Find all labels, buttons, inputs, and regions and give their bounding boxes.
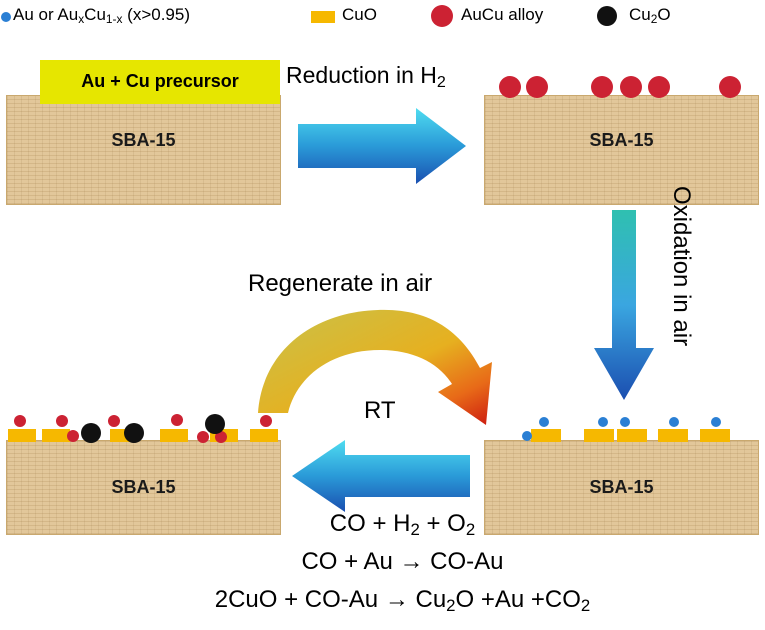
regenerate-label: Regenerate in air	[248, 270, 433, 297]
cuo-particle	[658, 429, 688, 442]
cu2o-particle	[124, 423, 144, 443]
aucu-legend-label: AuCu alloy	[461, 5, 544, 24]
precursor-label: Au + Cu precursor	[81, 71, 239, 91]
regenerate-arrow	[258, 309, 492, 425]
aucu-particle	[648, 76, 670, 98]
support-label: SBA-15	[589, 477, 654, 497]
cu2o-legend-label: Cu2O	[629, 5, 671, 26]
cuo-particle	[250, 429, 278, 442]
oxidation-arrow	[594, 210, 654, 400]
cuo-particle	[617, 429, 647, 442]
equation-2: CO + Au → CO-Au	[301, 548, 504, 575]
equation-1: CO + H2 + O2	[329, 510, 476, 540]
au-particle	[539, 417, 549, 427]
au-particle	[522, 431, 532, 441]
cu2o-particle	[205, 414, 225, 434]
oxidation-label: Oxidation in air	[668, 186, 695, 347]
au-particle	[598, 417, 608, 427]
aucu-particle	[215, 431, 227, 443]
support-label: SBA-15	[111, 130, 176, 150]
au-particle	[669, 417, 679, 427]
aucu-particle	[719, 76, 741, 98]
support-block-oxidized: SBA-15	[484, 440, 759, 535]
aucu-particle	[67, 430, 79, 442]
aucu-particle	[260, 415, 272, 427]
aucu-particle	[56, 415, 68, 427]
aucu-particle	[197, 431, 209, 443]
equation-3: 2CuO + CO-Au → Cu2O +Au +CO2	[214, 586, 591, 616]
reaction-arrow	[292, 440, 470, 512]
support-block-precursor: SBA-15	[6, 95, 281, 205]
aucu-particle	[14, 415, 26, 427]
cuo-particle	[160, 429, 188, 442]
cuo-particle	[42, 429, 70, 442]
au-particle	[711, 417, 721, 427]
aucu-particle	[591, 76, 613, 98]
support-block-regenerated: SBA-15	[6, 440, 281, 535]
aucu-particle	[499, 76, 521, 98]
cuo-particle	[531, 429, 561, 442]
reduction-label: Reduction in H2	[286, 62, 446, 92]
support-block-reduced: SBA-15	[484, 95, 759, 205]
aucu-particle	[108, 415, 120, 427]
rt-label: RT	[364, 397, 396, 424]
support-label: SBA-15	[589, 130, 654, 150]
cu2o-particle	[81, 423, 101, 443]
cuo-legend-label: CuO	[342, 5, 377, 24]
cuo-particle	[8, 429, 36, 442]
aucu-particle	[620, 76, 642, 98]
precursor-box: Au + Cu precursor	[40, 60, 280, 104]
cuo-particle	[700, 429, 730, 442]
au-legend-label: Au or AuxCu1-x (x>0.95)	[13, 5, 190, 26]
reduction-arrow	[298, 108, 466, 184]
au-particle	[620, 417, 630, 427]
aucu-particle	[171, 414, 183, 426]
aucu-particle	[526, 76, 548, 98]
cuo-particle	[584, 429, 614, 442]
support-label: SBA-15	[111, 477, 176, 497]
